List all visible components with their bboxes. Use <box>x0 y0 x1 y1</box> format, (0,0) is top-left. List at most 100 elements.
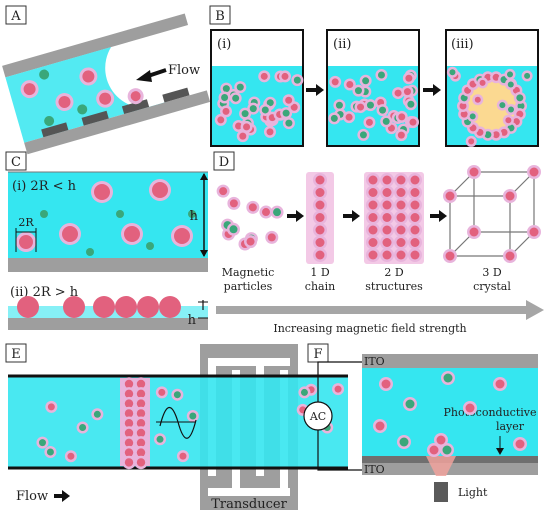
particle <box>492 73 500 81</box>
stage-b-ii: (ii) <box>326 29 420 147</box>
flow-arrow-a <box>147 68 167 78</box>
particle <box>219 187 228 196</box>
particle <box>266 128 274 136</box>
panel-label-d: D <box>219 155 229 170</box>
case-label-i: (i) 2R < h <box>12 179 77 194</box>
top-electrode-label: ITO <box>364 355 385 368</box>
panel-c: C (i) 2R < h 2R h (ii) 2R > h <box>5 151 208 330</box>
particle <box>529 167 539 177</box>
particle <box>261 208 270 217</box>
particle <box>396 250 406 260</box>
particle <box>460 110 468 118</box>
particle <box>282 109 290 117</box>
stage-d-1-line2: particles <box>224 280 273 293</box>
particle <box>445 251 455 261</box>
panel-label-e: E <box>11 347 21 362</box>
layer-label-line2: layer <box>496 420 525 433</box>
particle <box>368 238 378 247</box>
particle <box>368 250 378 260</box>
particle <box>136 428 146 438</box>
particle <box>235 122 243 130</box>
particle <box>136 389 146 398</box>
bottom-electrode <box>362 463 538 475</box>
particle <box>396 175 406 185</box>
particle <box>508 106 515 113</box>
panel-d: D Magnetic particles 1 D chain 2 D struc… <box>213 151 544 335</box>
trap-pad <box>81 110 109 126</box>
panel-b: B (i) (ii) (iii) <box>209 5 539 147</box>
particle <box>217 116 225 124</box>
particle <box>382 175 392 185</box>
particle <box>366 101 374 109</box>
particle <box>285 96 293 104</box>
particle <box>38 439 46 447</box>
particle <box>410 213 420 222</box>
two-d-structures <box>366 173 422 262</box>
height-arrow-up <box>200 173 208 180</box>
particle <box>173 391 181 399</box>
particle <box>469 227 479 237</box>
stage-d-3-line2: structures <box>365 280 423 293</box>
particle <box>394 89 402 97</box>
particle <box>232 94 240 102</box>
layer-label-line1: Photoconductive <box>444 406 537 419</box>
particle <box>330 114 338 122</box>
panel-e: E Flow Transducer <box>5 343 348 512</box>
stage-label-ii: (ii) <box>333 37 351 52</box>
particle <box>124 438 134 447</box>
particle <box>124 399 134 408</box>
particle <box>368 225 378 235</box>
particle <box>492 131 500 139</box>
particle <box>315 225 325 235</box>
one-d-chain <box>313 173 327 262</box>
particle <box>239 132 247 140</box>
channel-e-particles <box>36 383 345 463</box>
height-label: h <box>190 209 199 224</box>
arrow-d-3-head <box>439 210 447 222</box>
particle <box>346 80 354 88</box>
particle <box>124 409 134 418</box>
particle <box>267 233 276 242</box>
particle <box>368 188 378 197</box>
particle <box>285 119 293 127</box>
particle <box>47 403 55 411</box>
stage-d-4-line1: 3 D <box>482 266 501 279</box>
particle <box>136 379 146 389</box>
particle <box>469 167 479 177</box>
particle <box>484 131 492 139</box>
particle <box>300 388 308 396</box>
particle <box>354 87 362 95</box>
particle <box>281 72 289 80</box>
particle <box>396 213 406 222</box>
particle <box>517 102 525 110</box>
flow-label-a: Flow <box>168 63 200 78</box>
flow-label-e: Flow <box>16 489 48 504</box>
magnetic-particles-cluster <box>216 184 284 251</box>
particle <box>382 200 392 210</box>
particle <box>221 93 229 101</box>
particle <box>222 85 230 93</box>
particle <box>445 191 455 201</box>
particle <box>396 238 406 247</box>
particle <box>136 419 146 428</box>
particle <box>290 103 298 111</box>
particle <box>179 452 187 460</box>
particle <box>241 110 249 118</box>
particle <box>359 131 367 139</box>
particle <box>124 458 134 467</box>
ac-source <box>303 401 333 431</box>
particle <box>410 225 420 235</box>
stage-d-4-line2: crystal <box>473 280 511 293</box>
panel-label-b: B <box>215 9 225 24</box>
particle <box>136 399 146 408</box>
light-cone <box>426 456 456 476</box>
particle <box>229 199 238 208</box>
channel-a-particles <box>20 67 144 126</box>
particle <box>243 123 251 131</box>
particle <box>396 225 406 235</box>
channel-a-top-wall <box>2 13 189 78</box>
stage-d-2-line1: 1 D <box>310 266 329 279</box>
particle <box>382 213 392 222</box>
particle <box>524 72 531 79</box>
